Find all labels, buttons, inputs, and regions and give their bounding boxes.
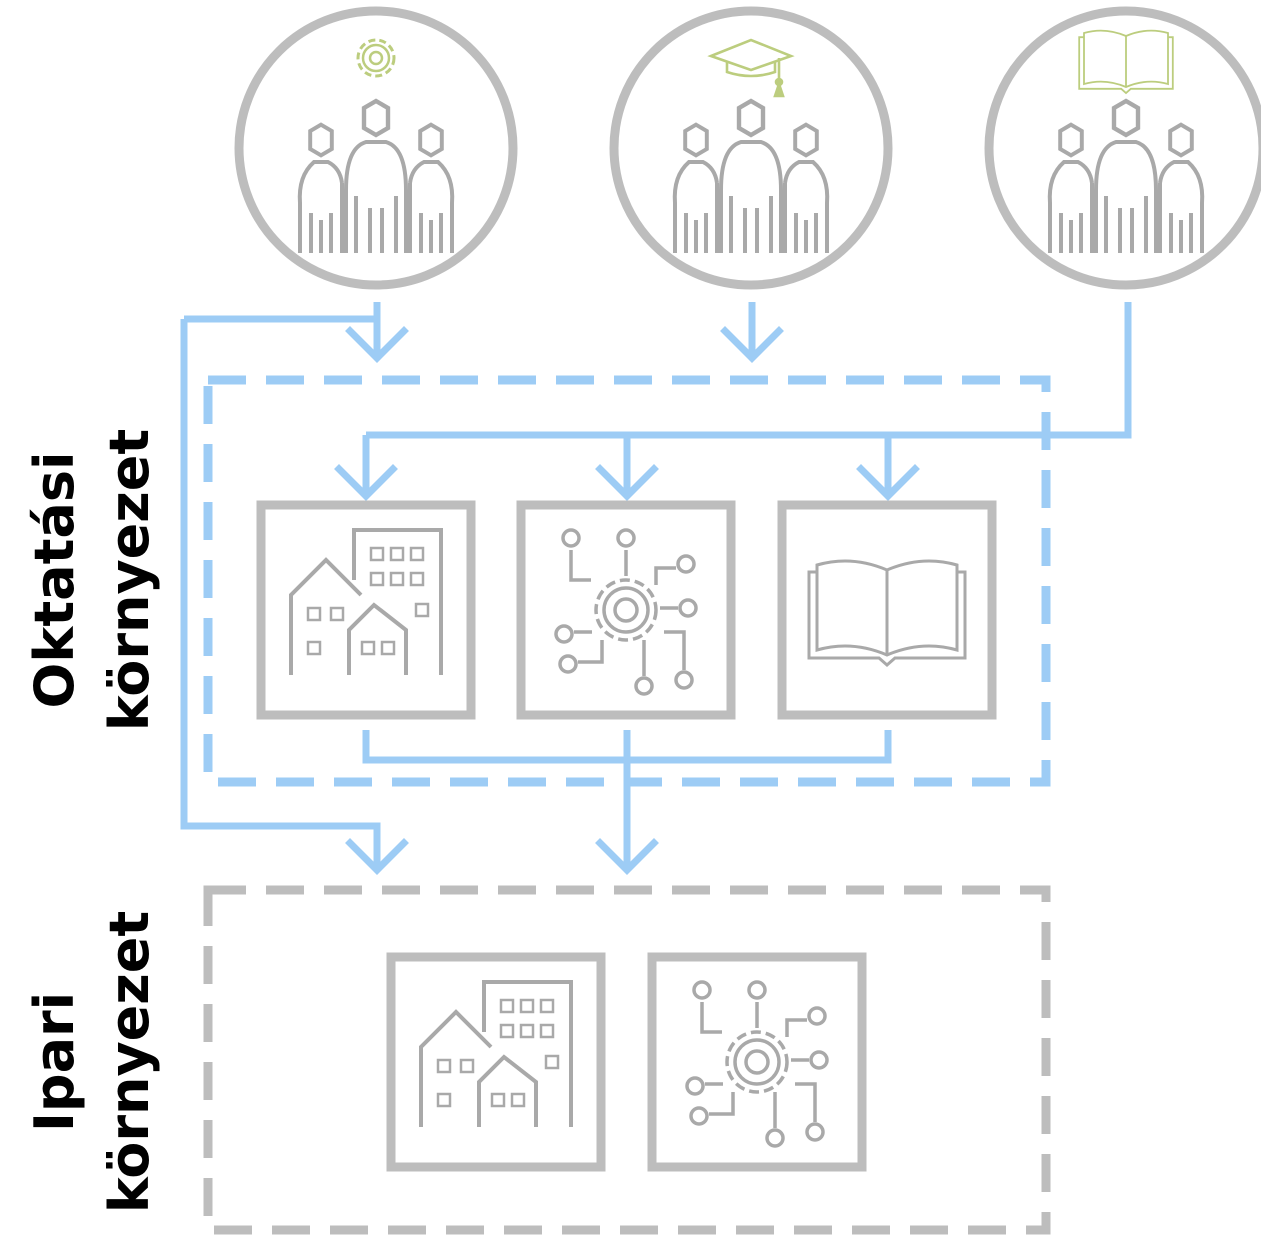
circle-outline: [609, 6, 893, 290]
industry-label-line2: környezet: [98, 911, 161, 1213]
industry-section-label: Ipari környezet: [23, 911, 161, 1213]
industry-label-line1: Ipari: [23, 992, 86, 1132]
flow-connectors: [180, 302, 1132, 866]
education-box-buildings: [256, 500, 476, 720]
industry-box-buildings: [386, 952, 606, 1172]
graduation-cap-icon: [707, 38, 795, 98]
circle-outline: [984, 6, 1261, 290]
box-outline: [256, 500, 476, 720]
box-outline: [386, 952, 606, 1172]
education-label-line1: Oktatási: [23, 452, 86, 709]
group-circle-gear: [234, 6, 518, 290]
circle-outline: [234, 6, 518, 290]
group-circle-graduation: [609, 6, 893, 290]
education-label-line2: környezet: [98, 429, 161, 731]
industry-environment-frame: [203, 885, 1051, 1235]
education-section-label: Oktatási környezet: [23, 429, 161, 731]
box-outline: [516, 500, 736, 720]
industry-box-circuit: [647, 952, 867, 1172]
education-box-circuit: [516, 500, 736, 720]
box-outline: [647, 952, 867, 1172]
group-circle-book: [984, 6, 1261, 290]
education-box-book: [777, 500, 997, 720]
arrowheads: [334, 326, 920, 875]
